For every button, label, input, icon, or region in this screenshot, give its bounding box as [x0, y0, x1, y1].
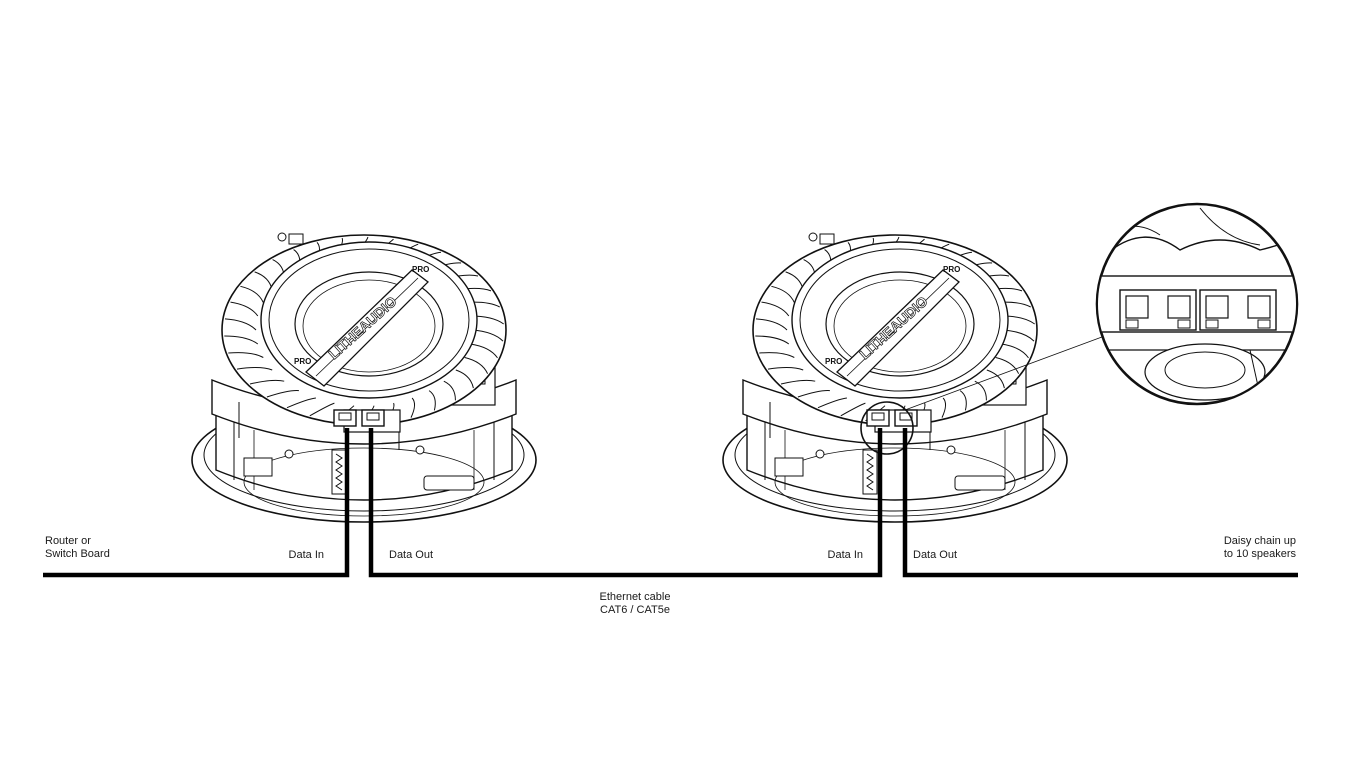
speaker-1-badge-bottom: PRO — [294, 357, 311, 366]
label-speaker-1-data-in: Data In — [288, 549, 324, 561]
cable-speaker-1-to-speaker-2 — [368, 428, 883, 578]
label-speaker-2-data-in: Data In — [827, 549, 863, 561]
speaker-1-badge-top: PRO — [412, 265, 429, 274]
label-router-switch: Router or Switch Board — [45, 535, 110, 560]
port-highlight-circle — [860, 401, 914, 455]
label-daisy-chain: Daisy chain up to 10 speakers — [1223, 535, 1296, 560]
label-ethernet-cable: Ethernet cable CAT6 / CAT5e — [599, 591, 671, 616]
cable-router-to-speaker-1 — [43, 428, 350, 578]
speaker-unit-1: LITHEAUDIO PRO PRO — [191, 232, 537, 523]
speaker-unit-2: LITHEAUDIO PRO PRO — [722, 232, 1068, 523]
label-speaker-2-data-out: Data Out — [913, 549, 958, 561]
label-speaker-1-data-out: Data Out — [389, 549, 434, 561]
ethernet-cables — [43, 428, 1298, 578]
speaker-2-badge-bottom: PRO — [825, 357, 842, 366]
callout-line — [904, 333, 1111, 411]
port-detail-zoom — [1095, 202, 1299, 406]
speaker-2-badge-top: PRO — [943, 265, 960, 274]
cable-speaker-2-to-chain — [902, 428, 1298, 578]
